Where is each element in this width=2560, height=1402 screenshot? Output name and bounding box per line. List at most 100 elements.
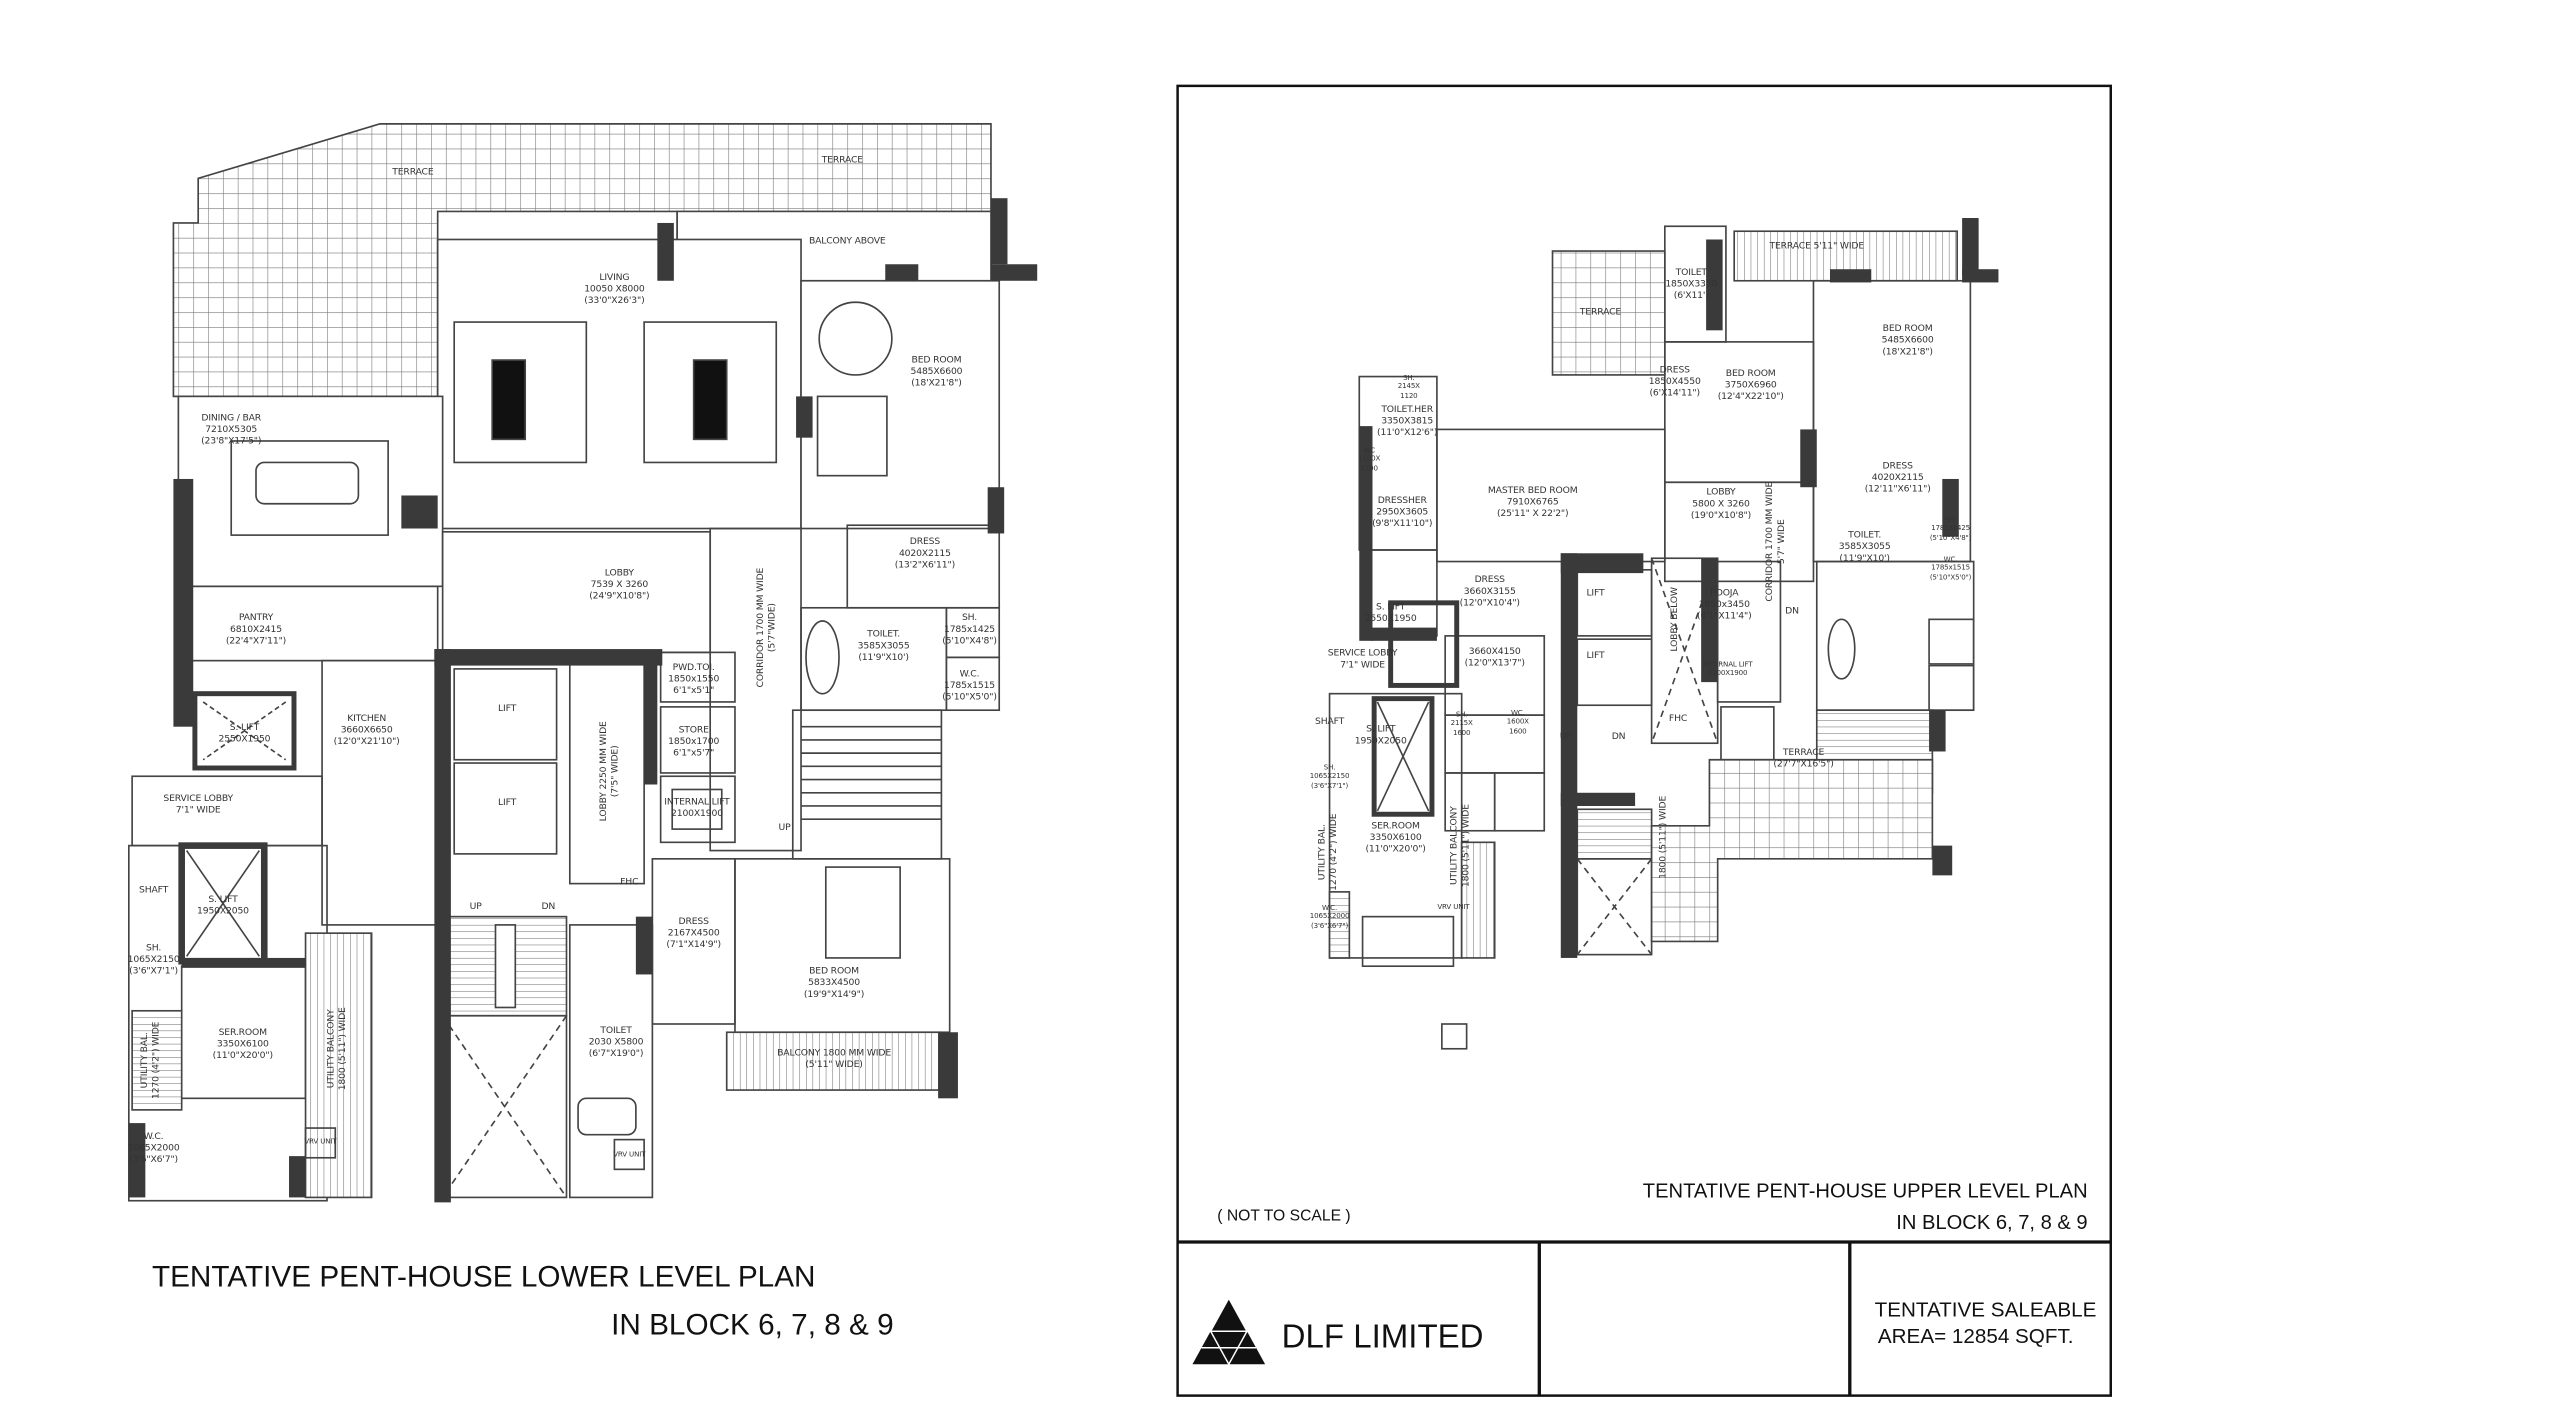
room-label-corridor-1700-mm-wide: CORRIDOR 1700 MM WIDE(5'7"WIDE)	[756, 568, 779, 688]
room-name: UP	[1559, 732, 1572, 743]
room-name: VRV UNIT	[613, 1151, 646, 1160]
room-label-sh: SH.1785x1425(5'10"X4'8")	[942, 614, 997, 649]
room-imperial: 1270 (4'2") WIDE	[151, 1021, 162, 1099]
room-name: LIVING	[599, 273, 630, 284]
room-name: DRESS	[678, 917, 709, 928]
room-size: 3660X3155	[1463, 587, 1516, 598]
room-size: 2167X4500	[667, 929, 720, 939]
room-size: 3585X3055	[857, 641, 910, 652]
company-name: DLF LIMITED	[1281, 1319, 1484, 1356]
room-imperial: 6'1"x5'7"	[673, 748, 715, 759]
room-size: 1065X2000	[127, 1143, 180, 1154]
room-label-dn: DN	[1612, 733, 1626, 745]
room-name: UTILITY BALCONY	[1450, 806, 1461, 886]
room-label-dn: DN	[541, 903, 555, 915]
room-name: TOILET	[600, 1026, 632, 1037]
room-imperial: (5'11" WIDE)	[805, 1060, 863, 1071]
room-label-terrace: TERRACE	[822, 156, 863, 168]
room-name: S. LIFT	[208, 895, 238, 906]
room-name: S. LIFT	[1366, 725, 1396, 735]
room-size: 1785x1425	[943, 625, 996, 636]
room-imperial: (7'5" WIDE)	[611, 745, 622, 798]
room-label-shaft: SHAFT	[1315, 718, 1344, 730]
dining	[177, 395, 444, 588]
room-size: 1785x1515	[1931, 565, 1970, 574]
room-name: SH.	[961, 613, 978, 624]
room-imperial: (23'8"X17'5")	[201, 436, 262, 447]
room-label-terrace: TERRACE	[1580, 308, 1621, 320]
room-label-lift: LIFT	[498, 704, 516, 716]
room-imperial: 7'1" WIDE	[175, 805, 221, 816]
room-size: 3585X3055	[1838, 542, 1891, 553]
room-imperial: (12'0"X21'10")	[333, 737, 400, 748]
room-name: TERRACE 5'11" WIDE	[1769, 241, 1865, 252]
room-label-terrace: TERRACE(27'7"X16'5")	[1773, 748, 1833, 771]
room-label-shaft: SHAFT	[139, 886, 168, 898]
room-label-wc: WC.1785x1515(5'10"X5'0")	[1930, 557, 1972, 584]
sheet-frame	[1176, 84, 2112, 1397]
room-size: 3350X3815	[1381, 417, 1434, 427]
room-imperial: 1270 (4'2") WIDE	[1329, 813, 1340, 891]
room-label-up: UP	[470, 903, 482, 915]
room-size: 1850X4550	[1648, 377, 1701, 388]
upper-plan-subtitle: IN BLOCK 6, 7, 8 & 9	[1896, 1210, 2088, 1234]
room-size: 1950X2050	[197, 906, 249, 917]
room-size: 7539 X 3260	[590, 580, 649, 591]
room-imperial: (3'6"X7'1")	[1311, 782, 1349, 791]
room-name: TOILET.	[1848, 531, 1882, 541]
room-imperial: (11'0"X20'0")	[1365, 844, 1426, 855]
room-name: SHAFT	[1314, 717, 1345, 728]
room-label-sh: SH.1785x1425(5'10"X4'8")	[1929, 517, 1972, 544]
room-imperial: (12'0"X10'4")	[1459, 598, 1520, 609]
room-size: 1100X	[1358, 456, 1381, 465]
room-imperial: (6'X14'11")	[1649, 388, 1700, 399]
room-name: KITCHEN	[347, 714, 387, 725]
room-label-toilet: TOILET.3585X3055(11'9"X10')	[1839, 531, 1891, 566]
room-imperial: 7'1" WIDE	[1340, 660, 1385, 671]
room-size: 3660X6650	[340, 725, 393, 736]
room-size: 2100X1900	[671, 809, 723, 820]
upper-level-plan	[1176, 84, 2112, 1397]
room-label-toilet: TOILET.3585X3055(11'9"X10')	[858, 630, 910, 665]
room-name: DRESS	[1659, 365, 1690, 376]
room-label-sh: SH.1065X2150(3'6"X7'1")	[1310, 765, 1350, 792]
room-imperial: (18'X21'8")	[911, 379, 962, 389]
room-imperial: (25'11" X 22'2")	[1496, 509, 1569, 520]
room-name: MASTER BED ROOM	[1487, 486, 1578, 497]
room-label-lobby-below: LOBBY BELOW	[1671, 587, 1683, 651]
room-label-lift: LIFT	[1586, 589, 1604, 601]
room-size: 1065X2150	[1309, 773, 1350, 782]
room-imperial: (11'0"X12'6")	[1377, 428, 1438, 439]
room-label-terrace-5-11-wide: TERRACE 5'11" WIDE	[1770, 242, 1865, 254]
room-name: W.C.	[959, 669, 980, 680]
room-size: 1950X2050	[1354, 736, 1407, 747]
room-label-lobby-2250-mm-wide: LOBBY 2250 MM WIDE(7'5" WIDE)	[600, 721, 623, 821]
room-label-fhc: FHC	[620, 878, 638, 890]
room-imperial: (12'4"X22'10")	[1717, 392, 1784, 403]
room-size: 7210X5305	[205, 425, 258, 436]
room-name: TERRACE	[1579, 308, 1622, 318]
room-label-fhc: FHC	[1669, 714, 1687, 726]
room-imperial: (5'10"X4'8")	[1929, 534, 1972, 543]
room-name: SHAFT	[139, 886, 169, 897]
room-name: SH.	[146, 943, 162, 954]
room-size: 5485X6600	[1881, 336, 1934, 347]
